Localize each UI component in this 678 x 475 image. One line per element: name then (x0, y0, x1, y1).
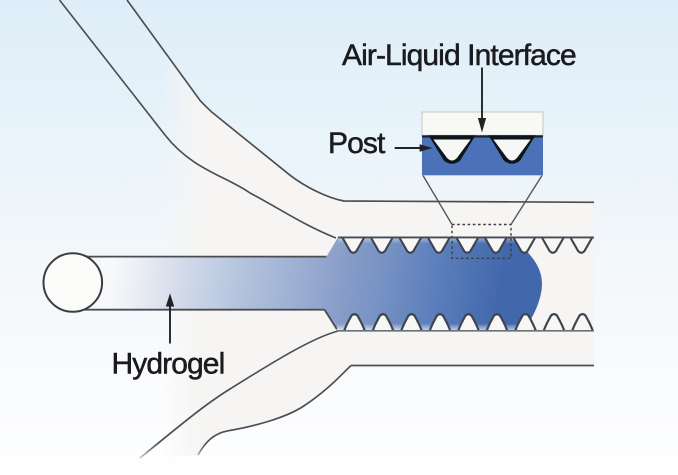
svg-text:Hydrogel: Hydrogel (112, 348, 225, 381)
svg-text:Post: Post (328, 127, 386, 160)
svg-text:Air-Liquid Interface: Air-Liquid Interface (342, 39, 576, 72)
